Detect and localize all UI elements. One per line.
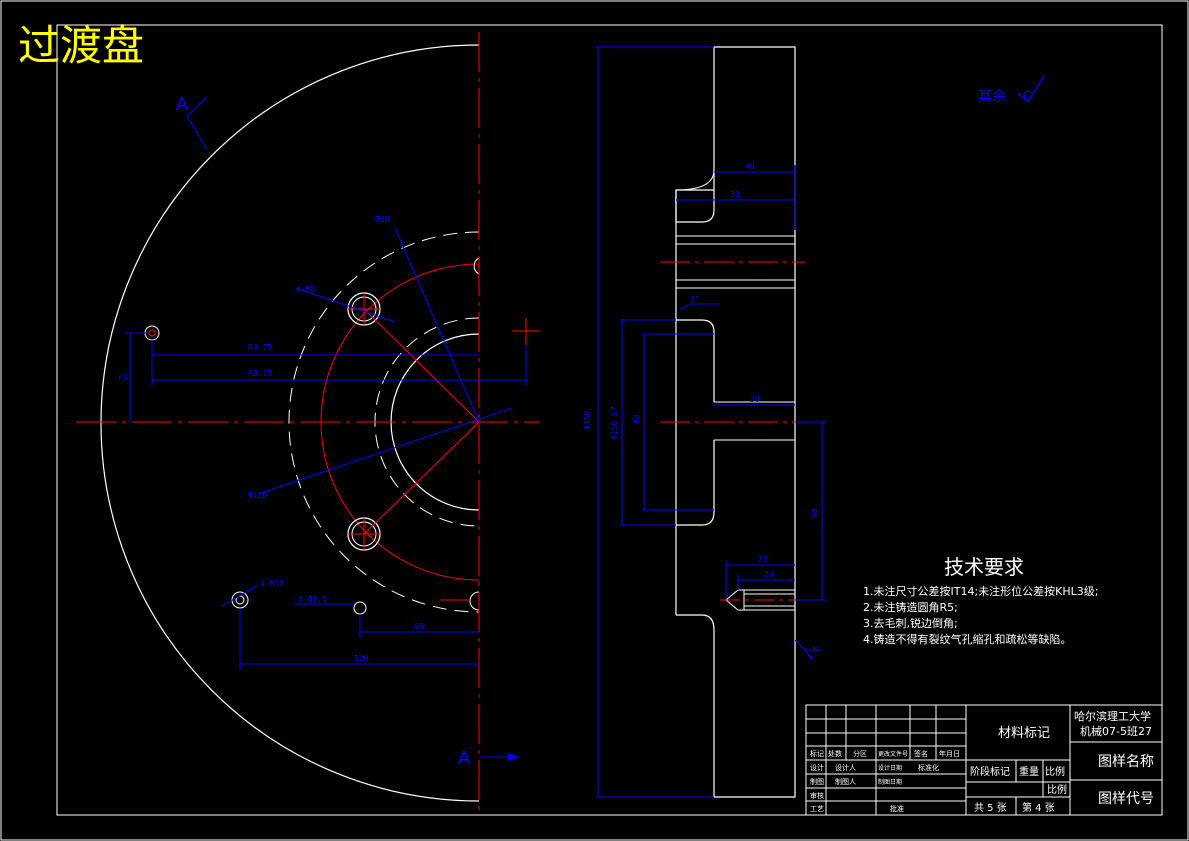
- class-name: 机械07-5班27: [1080, 724, 1152, 738]
- roughness-circle-icon: [1023, 90, 1033, 100]
- dim-text: 25: [758, 555, 768, 564]
- drawing-name-label: 图样名称: [1098, 754, 1154, 770]
- dim-text: r5: [118, 373, 128, 382]
- tb-cell: 工艺: [810, 805, 824, 813]
- dim-text: R8.75: [248, 369, 272, 378]
- dim-text: 30: [750, 395, 760, 404]
- leader-line: [257, 407, 513, 495]
- dim-text: 4-M10: [260, 579, 284, 588]
- weight-label: 重量: [1019, 765, 1039, 778]
- arrow-head: [508, 753, 520, 761]
- pitch-circle-arc: [320, 263, 480, 581]
- sheet-number: 第 4 张: [1022, 801, 1055, 814]
- section-label-top: A: [176, 94, 189, 115]
- dim-text: Φ350: [583, 411, 592, 430]
- hidden-arc-outer: [288, 231, 480, 613]
- tb-cell: 审核: [810, 791, 824, 800]
- surface-finish-label: 其余: [978, 88, 1006, 105]
- dim-text: 1.6: [806, 644, 821, 661]
- dim-text: Φ150 h7: [610, 406, 619, 440]
- roughness-mark: [804, 649, 813, 661]
- tb-cell: 制图日期: [878, 778, 902, 786]
- dim-text: Φ120: [248, 491, 267, 500]
- dim-text: R4.75: [248, 343, 272, 352]
- tb-cell: 设计人: [835, 763, 856, 772]
- dim-text: 80: [633, 414, 642, 424]
- tb-cell: 制图: [810, 777, 824, 786]
- tech-heading: 技术要求: [944, 555, 1024, 579]
- tb-cell: 签名: [914, 749, 928, 758]
- stage-mark-label: 阶段标记: [970, 765, 1010, 778]
- dim-text: 30: [730, 190, 740, 199]
- tb-cell: 更改文件号: [878, 750, 908, 758]
- hub-fillet: [675, 169, 715, 191]
- hub-step-lower: [676, 614, 715, 680]
- section-arrow-top: [186, 96, 208, 151]
- spigot-lower: [676, 440, 715, 526]
- dim-text: 4-Φ8.5: [298, 595, 327, 604]
- inner-border: [56, 24, 1163, 816]
- radial-line: [363, 308, 480, 423]
- dim-text: 40: [745, 162, 755, 171]
- tb-cell: 处数: [828, 749, 842, 758]
- scale-label: 比例: [1045, 765, 1065, 778]
- dim-text: 60: [414, 622, 424, 631]
- sheets-total: 共 5 张: [974, 802, 1007, 814]
- roughness-symbol-icon: [1017, 75, 1045, 103]
- dim-text: 120: [354, 654, 369, 663]
- section-label-bottom: A: [458, 748, 471, 769]
- dim-text: 4-M8: [296, 285, 315, 294]
- small-hole: [231, 591, 249, 609]
- tb-cell: 制图人: [835, 777, 856, 786]
- tb-cell: 批准: [890, 804, 904, 813]
- front-view: A A R68 4-M8 R4.75 R8.75 r5 Φ120 4-M10 4…: [76, 32, 540, 812]
- dim-text: 20: [764, 570, 774, 579]
- radial-line: [363, 421, 480, 535]
- leader-line: [394, 227, 480, 423]
- scale-label-2: 比例: [1047, 783, 1067, 796]
- leader-line: [679, 303, 720, 311]
- small-hole-center: [148, 329, 156, 337]
- tech-item: 2.未注铸造圆角R5;: [863, 600, 958, 614]
- edge-hole-arc: [473, 257, 480, 275]
- drawing-title: 过渡盘: [18, 21, 144, 70]
- spigot-upper: [676, 319, 715, 402]
- tech-item: 1.未注尺寸公差按IT14;未注形位公差按KHL3级;: [863, 584, 1098, 598]
- small-hole: [353, 601, 367, 615]
- material-mark: 材料标记: [998, 726, 1050, 741]
- title-block: [805, 704, 1163, 816]
- tech-item: 3.去毛刺,锐边倒角;: [863, 616, 958, 630]
- tb-cell: 设计日期: [878, 764, 902, 772]
- school-name: 哈尔滨理工大学: [1074, 709, 1151, 723]
- tb-cell: 分区: [853, 749, 867, 758]
- dim-text: 1°: [690, 295, 700, 304]
- drawing-code-label: 图样代号: [1098, 791, 1154, 807]
- tech-item: 4.铸造不得有裂纹气孔缩孔和疏松等缺陷。: [863, 632, 1072, 646]
- title-block-text: 哈尔滨理工大学 机械07-5班27 材料标记 图样名称 图样代号 阶段标记 重量…: [810, 709, 1154, 814]
- hub-step-upper: [675, 170, 715, 223]
- leader-line: [295, 287, 396, 323]
- dim-text: 90: [811, 508, 820, 518]
- leader-line: [221, 584, 259, 607]
- edge-hole-arc: [469, 591, 480, 611]
- tb-cell: 标准化: [918, 763, 939, 772]
- tech-requirements: 技术要求 1.未注尺寸公差按IT14;未注形位公差按KHL3级; 2.未注铸造圆…: [863, 555, 1098, 646]
- outer-flange-arc: [100, 44, 480, 802]
- tb-cell: 标记: [810, 749, 824, 758]
- tb-cell: 设计: [810, 763, 824, 772]
- dim-text: R68: [375, 215, 390, 224]
- tb-cell: 年月日: [939, 749, 960, 758]
- section-view: Φ350 Φ150 h7 80 40 30 1° 30 90 25 20 1.6: [583, 46, 826, 798]
